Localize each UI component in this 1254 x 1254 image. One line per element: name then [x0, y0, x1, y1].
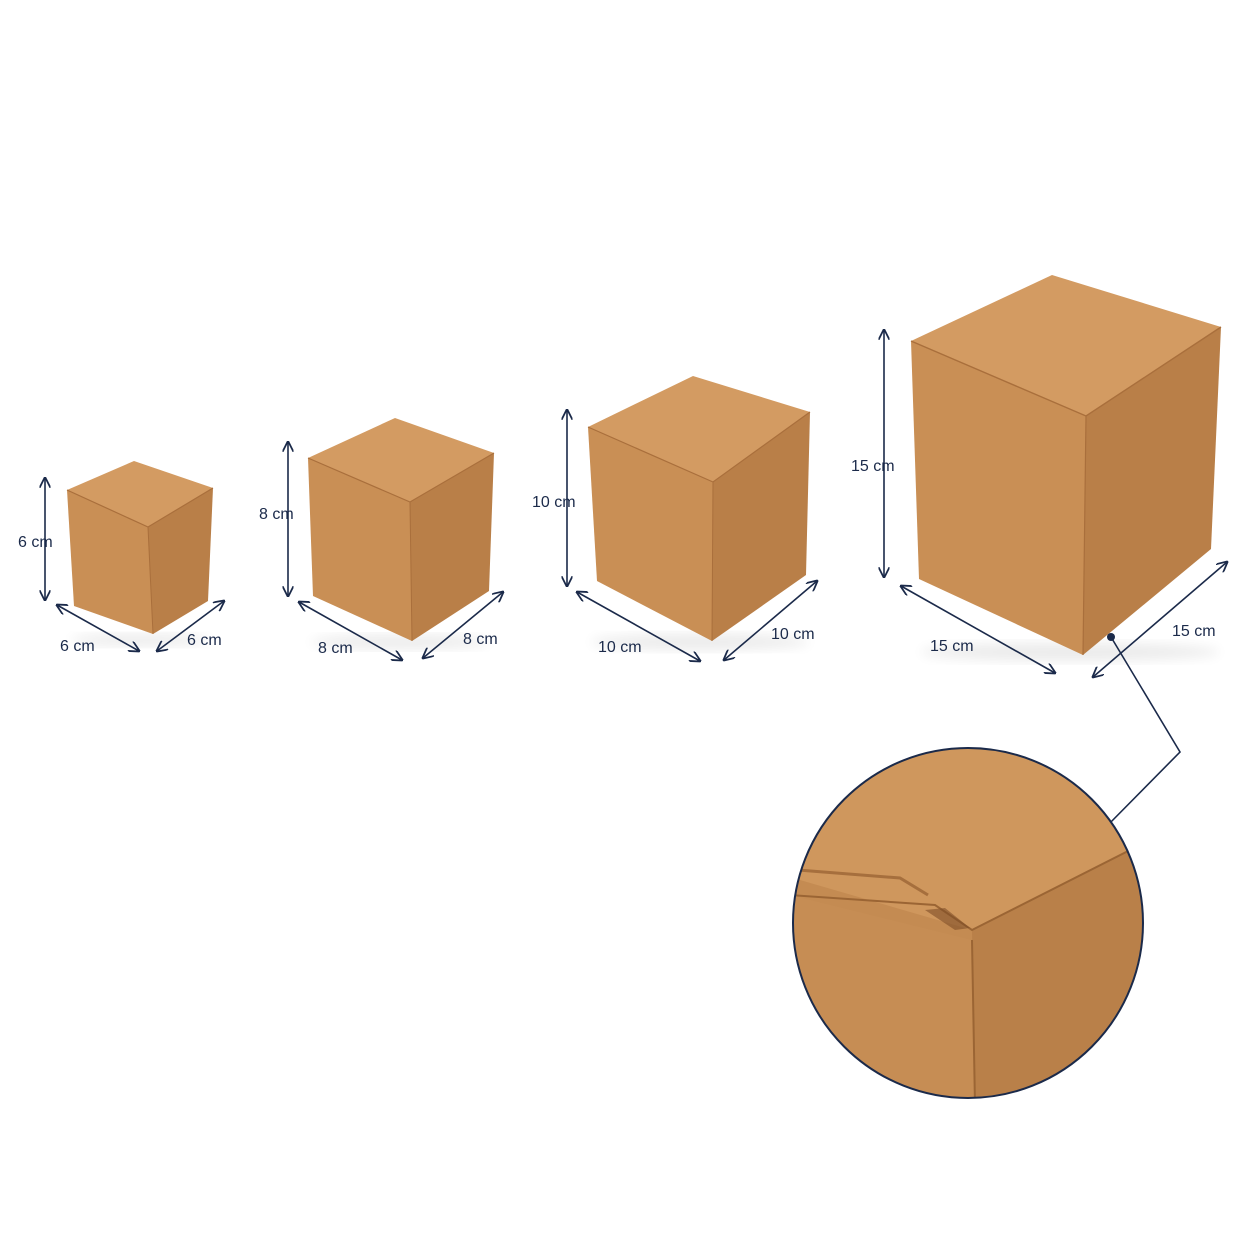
box-10cm: [587, 376, 811, 650]
box-15cm-dimensions: 15 cm 15 cm 15 cm: [851, 330, 1227, 677]
box-8cm-dimensions: 8 cm 8 cm 8 cm: [259, 442, 503, 660]
box-6cm-dimensions: 6 cm 6 cm 6 cm: [18, 478, 224, 655]
box-15cm-height-label: 15 cm: [851, 458, 895, 475]
box-6cm-depth-label: 6 cm: [187, 632, 222, 649]
box-8cm: [307, 418, 495, 649]
box-10cm-top: [588, 376, 810, 482]
box-15cm: [910, 275, 1222, 661]
box-8cm-height-label: 8 cm: [259, 506, 294, 523]
box-10cm-height-label: 10 cm: [532, 494, 576, 511]
box-6cm-width-label: 6 cm: [60, 638, 95, 655]
box-8cm-top: [308, 418, 494, 502]
box-15cm-front: [911, 341, 1086, 655]
magnified-corner-detail-icon: [792, 747, 1144, 1099]
box-6cm-side: [148, 488, 213, 634]
zoom-callout-connector: [1104, 633, 1182, 829]
box-10cm-width-label: 10 cm: [598, 639, 642, 656]
box-15cm-depth-label: 15 cm: [1172, 623, 1216, 640]
box-10cm-depth-label: 10 cm: [771, 626, 815, 643]
box-6cm-height-label: 6 cm: [18, 534, 53, 551]
box-8cm-depth-label: 8 cm: [463, 631, 498, 648]
box-8cm-width-label: 8 cm: [318, 640, 353, 657]
box-6cm-top: [67, 461, 213, 527]
box-8cm-front: [308, 458, 412, 641]
box-6cm: [66, 461, 214, 646]
box-10cm-dimensions: 10 cm 10 cm 10 cm: [532, 410, 817, 661]
box-10cm-front: [588, 427, 713, 641]
box-15cm-width-label: 15 cm: [930, 638, 974, 655]
box-15cm-top: [911, 275, 1221, 416]
box-6cm-front: [67, 490, 153, 634]
